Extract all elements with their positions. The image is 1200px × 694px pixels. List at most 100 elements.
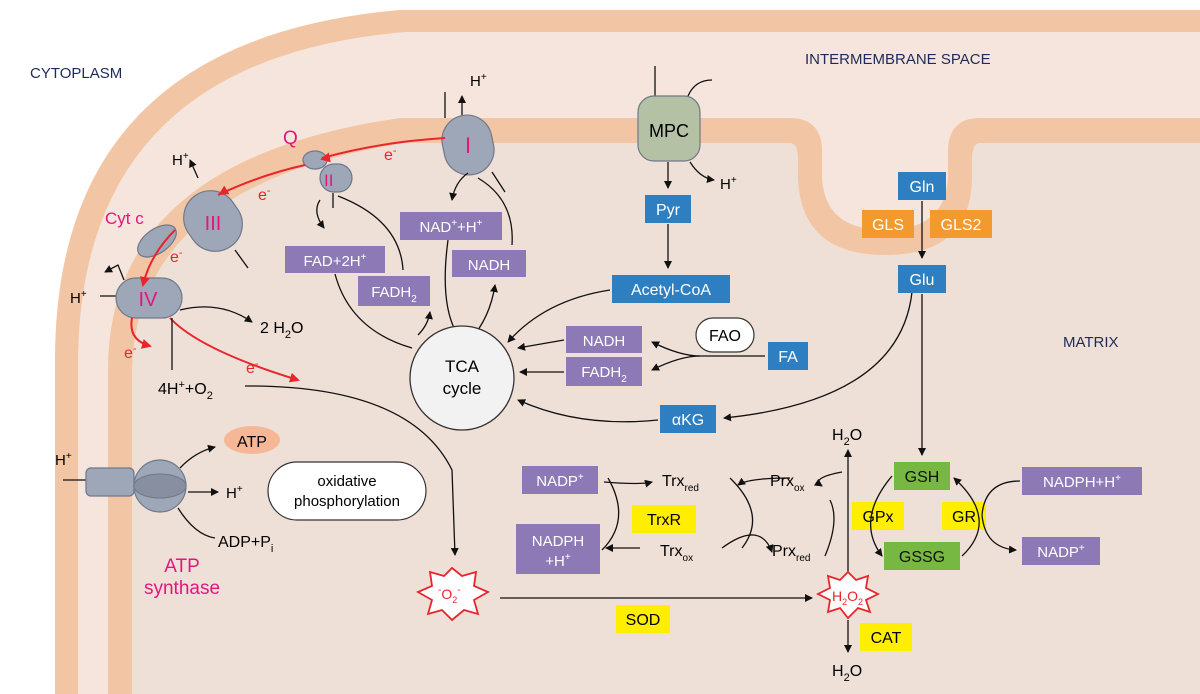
box-nadh-top	[452, 250, 526, 277]
h2o2-label: H2O2	[832, 588, 863, 607]
box-nadph-left	[516, 524, 600, 574]
electron-4: e-	[124, 343, 137, 362]
water-bottom: H2O	[832, 663, 862, 684]
box-fad	[285, 246, 385, 273]
complex-iii-label: III	[205, 213, 222, 235]
prx-ox: Prxox	[770, 473, 805, 494]
tca-line1: TCA	[445, 357, 480, 376]
adp-connector	[177, 507, 216, 539]
tca-cycle	[409, 325, 515, 431]
nadph-left-line1: NADPH	[532, 533, 585, 550]
gssg-label: GSSG	[899, 549, 945, 566]
quinone-label: Q	[283, 128, 298, 149]
fadh2-top-label: FADH2	[371, 284, 417, 305]
box-sod	[616, 605, 670, 633]
electron-3: e-	[170, 247, 183, 266]
box-cat	[860, 623, 912, 651]
gls-label: GLS	[872, 217, 904, 234]
electron-path-4	[130, 317, 152, 349]
box-gssg	[884, 542, 960, 570]
electron-arrow-c3	[218, 185, 230, 196]
mpc-proton-arrow	[689, 161, 715, 183]
atp-synthase-proton-out: H+	[226, 484, 243, 502]
gls2-label: GLS2	[941, 217, 982, 234]
trx-ox: Trxox	[660, 543, 693, 564]
gsh-label: GSH	[905, 469, 940, 486]
trx-red: Trxred	[662, 473, 699, 494]
box-nadph-right	[1022, 467, 1142, 495]
tca-to-fadh2	[417, 311, 433, 336]
trx-prx-arrow	[721, 534, 774, 553]
prx-ox-arrow	[813, 471, 843, 487]
box-trxr	[632, 505, 696, 533]
c3-proton: H+	[172, 151, 189, 169]
c1-nad-arrow	[449, 172, 469, 201]
box-fadh2-top	[358, 276, 430, 306]
nadph-left-line2: +H+	[545, 552, 571, 570]
box-gls2	[930, 210, 992, 238]
glu-label: Glu	[910, 272, 935, 289]
region-intermembrane: INTERMEMBRANE SPACE	[805, 51, 991, 68]
c3-proton-arrow	[189, 159, 199, 179]
nadph-nadp-arrow	[981, 480, 1021, 554]
box-nadh-mid	[566, 326, 642, 353]
oxphos-box	[267, 461, 427, 521]
electron-5: e-	[246, 358, 259, 377]
acetyl-label: Acetyl-CoA	[631, 282, 711, 299]
nadph-right-label: NADPH+H+	[1043, 473, 1121, 491]
cat-label: CAT	[871, 630, 902, 647]
fa-fadh2-arrow	[651, 355, 701, 371]
gpx-label: GPx	[862, 509, 893, 526]
mpc	[637, 95, 701, 162]
complex-i-label: I	[465, 133, 471, 158]
complex-iii	[183, 190, 243, 252]
nad-to-tca	[444, 239, 456, 331]
atp-synthase-name-2: synthase	[144, 578, 220, 599]
gsh-gssg-arrow	[869, 475, 893, 557]
akg-label: αKG	[672, 412, 704, 429]
mpc-proton: H+	[720, 175, 737, 193]
electron-2: e-	[258, 185, 271, 204]
prx-red-line	[824, 499, 835, 557]
box-acetyl-coa	[612, 275, 730, 303]
region-cytoplasm: CYTOPLASM	[30, 65, 122, 82]
cytc-label: Cyt c	[105, 209, 144, 228]
fadh2-mid-label: FADH2	[581, 364, 627, 385]
superoxide-arrow	[244, 385, 459, 556]
c4-proton-arrow	[104, 264, 125, 281]
oxygen-reduction: 4H++O2	[158, 379, 213, 402]
nadph-nadp-left-line	[601, 477, 620, 551]
atp-label: ATP	[237, 434, 267, 451]
box-gpx	[852, 502, 904, 530]
box-gsh	[894, 462, 950, 490]
gln-label: Gln	[910, 179, 935, 196]
c2-fad-arrow	[316, 199, 325, 229]
nadp-left-label: NADP+	[536, 472, 584, 490]
complex-ii-label: II	[324, 171, 333, 190]
prx-trx-arrow	[737, 477, 791, 486]
cytochrome-c	[137, 224, 177, 258]
box-fadh2-mid	[566, 357, 642, 386]
fao-label: FAO	[709, 328, 741, 345]
c1-proton: H+	[470, 72, 487, 90]
quinone	[302, 150, 328, 170]
complex-iv-label: IV	[139, 289, 159, 311]
pyr-label: Pyr	[656, 202, 681, 219]
nadh-tca-arrow	[517, 339, 565, 351]
electron-arrow-q	[320, 152, 331, 163]
c4-proton: H+	[70, 289, 87, 307]
trx-cycle-line	[729, 477, 754, 549]
electron-path-5	[169, 317, 300, 383]
gr-label: GR	[952, 509, 976, 526]
atp-synthase-core	[133, 473, 187, 499]
adp-label: ADP+Pi	[218, 534, 273, 555]
gssg-gsh-arrow	[953, 477, 980, 557]
atp-arrow	[179, 444, 216, 469]
water-arrow	[179, 306, 253, 323]
box-nadp-left	[522, 466, 598, 494]
box-pyr	[645, 195, 691, 223]
electron-1: e-	[384, 145, 397, 164]
oxphos-line1: oxidative	[317, 473, 376, 490]
